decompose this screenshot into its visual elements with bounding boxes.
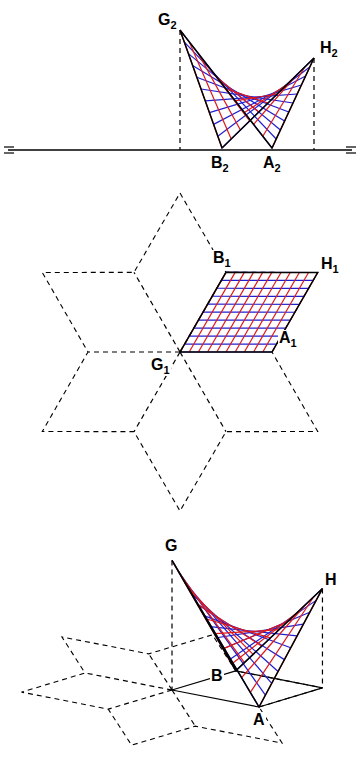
point-label: G [164,538,178,554]
ruling-line [214,76,306,124]
point-label: B [210,668,224,684]
point-label: A [252,712,266,728]
ruling-line [235,272,281,352]
ruling-line [216,630,280,634]
ruling-line [184,42,276,139]
star-spoke [134,352,180,432]
surface-outline [180,30,314,148]
surface-elevation [180,30,314,148]
ruling-line [218,67,310,136]
ruling-line [244,272,290,352]
ground-line-mark [4,152,14,153]
base-rhombus [172,690,259,707]
point-label: H [324,572,338,588]
ground-line-mark [346,152,356,153]
ground-line-mark [346,146,356,147]
ruling-line [189,42,231,139]
surface-outline [180,272,318,352]
projection-line [313,58,314,150]
point-label: B1 [212,250,232,269]
star-spoke [172,690,195,726]
rhombus-star [42,193,317,511]
base-rhombus [172,671,236,690]
star-spoke [85,673,172,690]
point-label: B2 [210,155,230,174]
ground-line-mark [4,146,14,147]
surface-axonometric [172,560,322,707]
ruling-line [208,272,254,352]
ruling-line [226,272,272,352]
surface-outline [172,560,322,707]
ruling-line [181,575,245,663]
ruling-line [193,65,285,121]
point-label: A1 [278,330,298,349]
star-spoke [108,690,172,709]
ruling-line [254,272,300,352]
ruling-line [198,604,262,646]
plan-view [42,193,317,511]
point-label: H1 [320,256,340,275]
elevation-view [4,30,356,153]
ruling-line [223,612,310,649]
point-label: H2 [319,40,339,59]
star-spoke [149,654,172,690]
axonometric-view [22,560,323,745]
point-label: A2 [262,155,282,174]
surface-plan [180,272,318,352]
point-label: G2 [157,12,178,31]
projection-line [179,30,180,150]
projection-line [322,589,323,688]
ruling-line [250,597,313,693]
star-spoke [134,272,180,352]
ruling-line [197,77,289,112]
ruling-line [198,272,244,352]
base-rhombus [236,671,323,688]
projection-line [171,560,172,690]
ruling-line [217,272,263,352]
point-label: G1 [150,357,171,376]
star-spoke [88,351,180,352]
star-spoke [180,352,226,432]
ruling-line [263,272,309,352]
ruling-line [242,605,305,678]
ruling-line [189,272,235,352]
